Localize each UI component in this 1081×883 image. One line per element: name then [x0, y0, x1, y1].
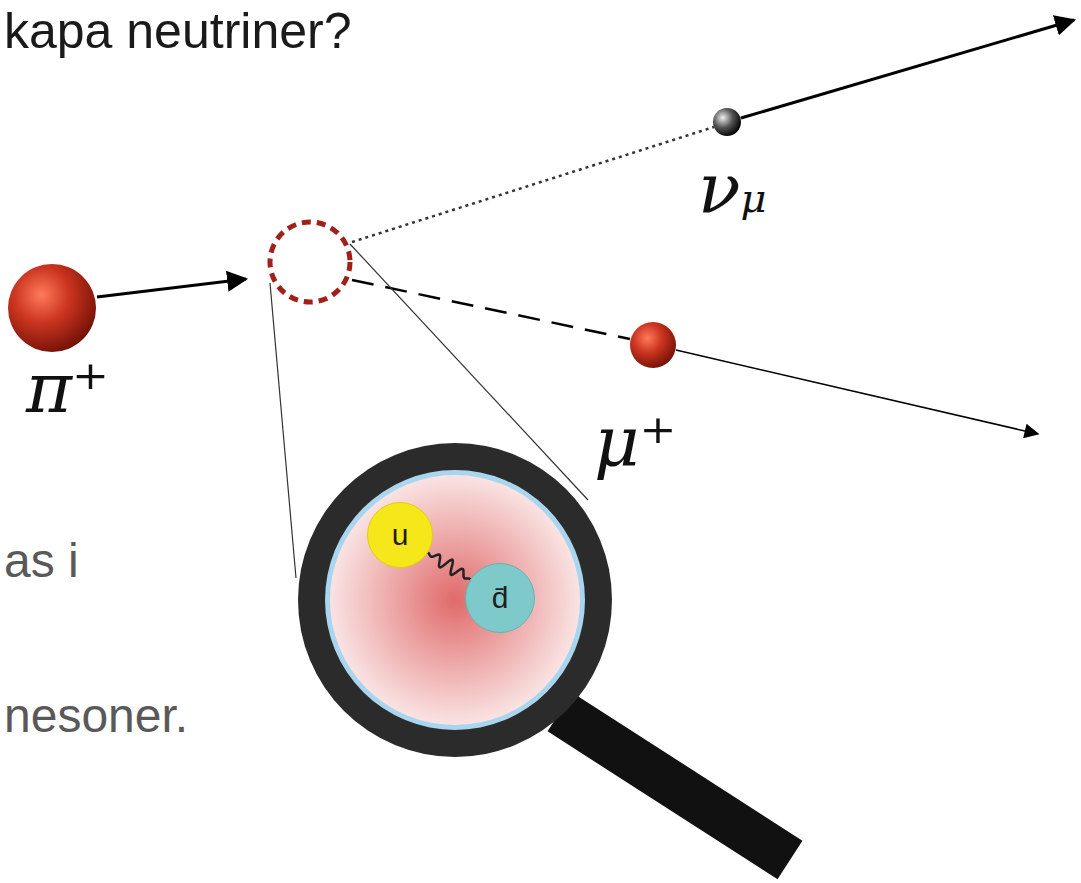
magnifier-rim: [298, 443, 612, 757]
neutrino-path: [352, 127, 714, 242]
magnifier-ring: [325, 470, 585, 730]
quark-circle: d̄: [465, 563, 535, 633]
magnifier-lens: [330, 475, 580, 725]
slide-title: kapa neutriner?: [4, 4, 351, 59]
neutrino-sphere: [713, 108, 741, 136]
gluon-line: [428, 553, 470, 580]
neutrino-track: [741, 20, 1074, 118]
quark-label: d̄: [492, 583, 509, 613]
zoom-line: [270, 283, 296, 578]
particle-symbol: μ⁺: [594, 404, 676, 481]
muon-track: [676, 350, 1038, 434]
quark-circle: u: [367, 502, 433, 568]
body-text: as i: [4, 535, 79, 588]
muon-path: [352, 280, 630, 339]
magnifier-handle: [560, 712, 790, 860]
particle-symbol: νμ: [698, 150, 767, 227]
muon-sphere: [630, 322, 676, 368]
pion-track: [97, 279, 246, 297]
pion-sphere: [8, 264, 96, 352]
body-text: nesoner.: [4, 690, 188, 743]
decay-vertex: [270, 222, 350, 302]
quark-label: u: [392, 520, 409, 550]
particle-symbol: π⁺: [26, 350, 109, 427]
